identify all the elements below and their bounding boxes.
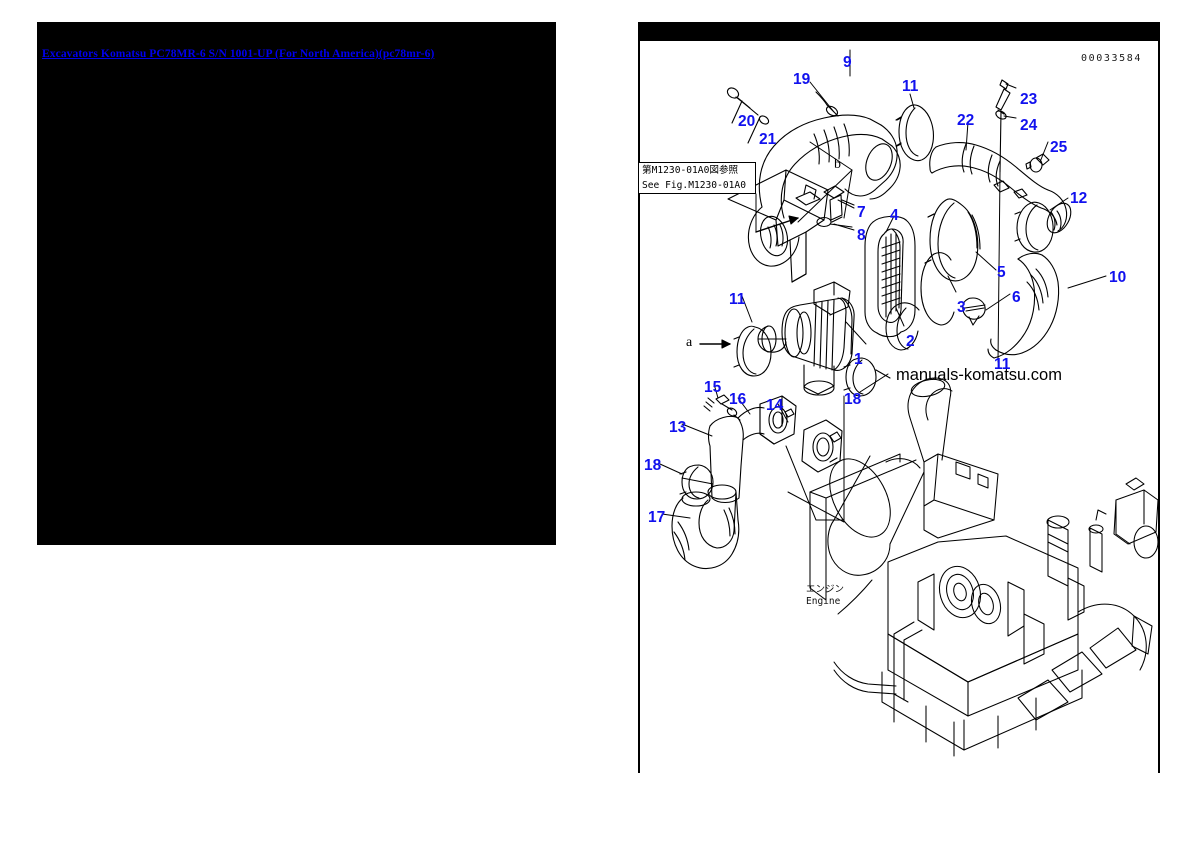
callout-number: 12 bbox=[1070, 190, 1088, 207]
reference-figure-box: 第M1230-01A0図参照 See Fig.M1230-01A0 bbox=[638, 162, 756, 194]
engine-label-en: Engine bbox=[806, 596, 841, 607]
callout-number: 18 bbox=[644, 457, 662, 474]
callout-number: 25 bbox=[1050, 139, 1068, 156]
engine-label: エンジン Engine bbox=[806, 584, 844, 608]
parts-illustration bbox=[659, 49, 1159, 757]
marker-letter-a: a bbox=[686, 335, 693, 350]
callout-number: 7 bbox=[857, 204, 866, 221]
diagram-border-right bbox=[1158, 41, 1160, 773]
reference-figure-en: See Fig.M1230-01A0 bbox=[642, 180, 746, 191]
callout-number: 11 bbox=[729, 291, 746, 308]
watermark-text: manuals-komatsu.com bbox=[896, 366, 1062, 384]
parts-diagram-panel: 00033584 bbox=[638, 22, 1160, 773]
callout-number: 21 bbox=[759, 131, 777, 148]
callout-number: 15 bbox=[704, 379, 722, 396]
callout-number: 23 bbox=[1020, 91, 1038, 108]
callout-number: 8 bbox=[857, 227, 866, 244]
callout-number: 24 bbox=[1020, 117, 1038, 134]
diagram-top-bar bbox=[638, 22, 1160, 41]
callout-number: 4 bbox=[890, 207, 899, 224]
drawing-number: 00033584 bbox=[1081, 53, 1142, 64]
marker-letter-b: b bbox=[834, 157, 841, 172]
diagram-border-left bbox=[638, 41, 640, 773]
callout-number: 9 bbox=[843, 54, 852, 71]
callout-number: 1 bbox=[854, 351, 863, 368]
callout-number: 2 bbox=[906, 333, 915, 350]
engine-label-jp: エンジン bbox=[806, 584, 845, 595]
callout-number: 11 bbox=[902, 78, 919, 95]
breadcrumb-link[interactable]: Excavators Komatsu PC78MR-6 S/N 1001-UP … bbox=[42, 48, 435, 60]
left-content-panel: Excavators Komatsu PC78MR-6 S/N 1001-UP … bbox=[37, 22, 556, 545]
callout-number: 22 bbox=[957, 112, 975, 129]
callout-number: 20 bbox=[738, 113, 756, 130]
callout-number: 16 bbox=[729, 391, 747, 408]
reference-figure-jp: 第M1230-01A0図参照 bbox=[642, 165, 739, 176]
callout-number: 3 bbox=[957, 299, 966, 316]
callout-number: 14 bbox=[766, 397, 784, 414]
callout-number: 6 bbox=[1012, 289, 1021, 306]
callout-number: 5 bbox=[997, 264, 1006, 281]
callout-number: 13 bbox=[669, 419, 687, 436]
callout-number: 17 bbox=[648, 509, 666, 526]
callout-number: 19 bbox=[793, 71, 811, 88]
callout-number: 18 bbox=[844, 391, 862, 408]
callout-number: 10 bbox=[1109, 269, 1127, 286]
